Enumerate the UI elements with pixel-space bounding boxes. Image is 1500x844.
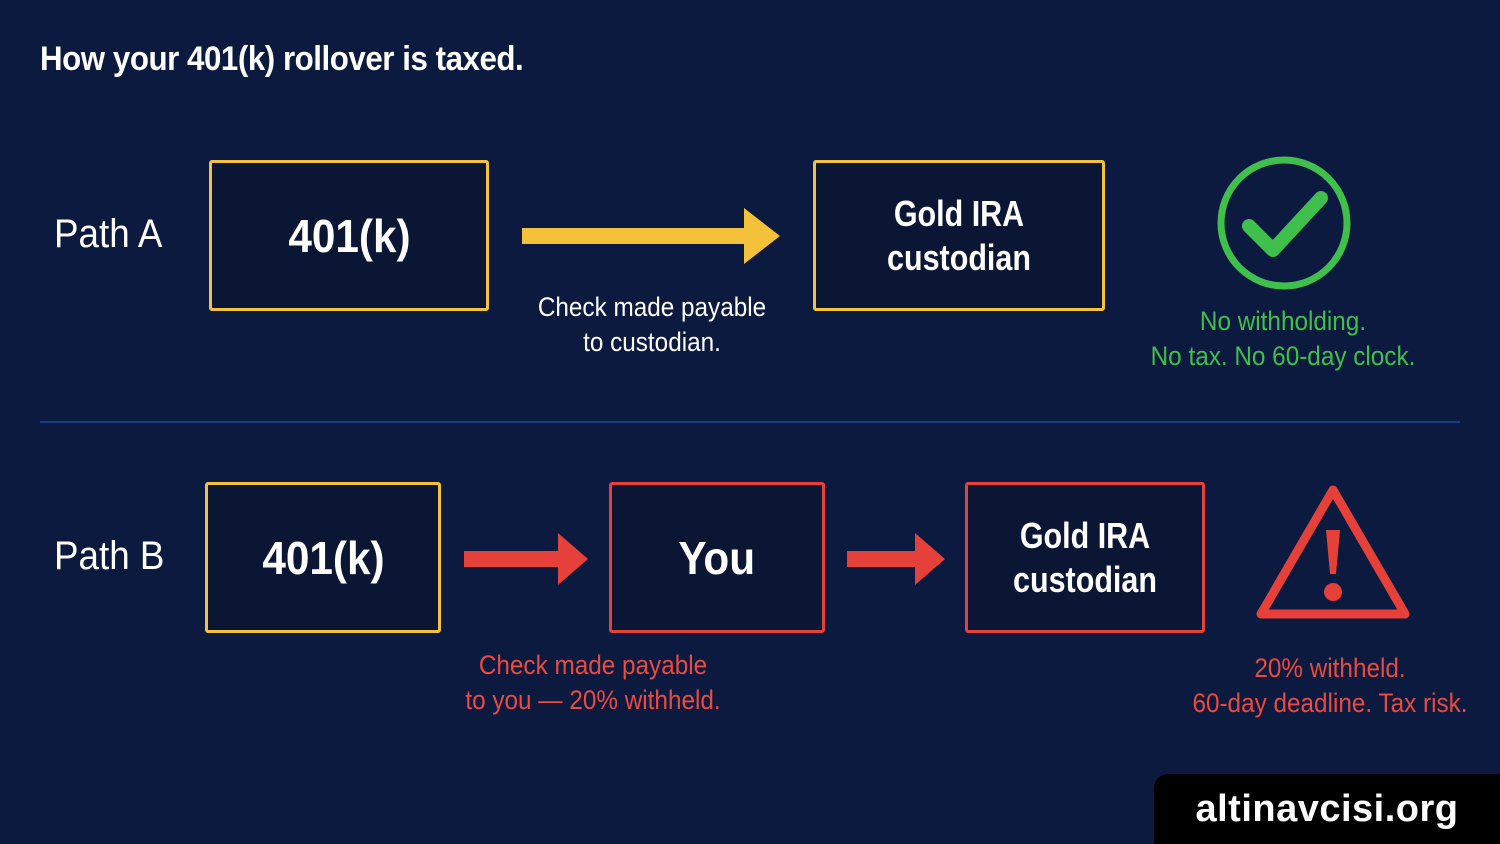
path-a-outcome-line-1: No withholding. bbox=[1199, 306, 1367, 336]
path-a-label: Path A bbox=[54, 212, 163, 256]
path-b-intermediate-box: You bbox=[609, 482, 825, 633]
path-b-transfer-note-line-1: Check made payable bbox=[478, 650, 708, 680]
watermark-text: altinavcisi.org bbox=[1195, 787, 1459, 830]
path-b-destination-line-1: Gold IRA bbox=[1019, 515, 1151, 557]
check-circle-icon bbox=[1217, 156, 1351, 290]
path-b-arrow-2-icon bbox=[847, 533, 945, 585]
watermark-badge: altinavcisi.org bbox=[1154, 774, 1500, 844]
path-a-outcome-line-2: No tax. No 60-day clock. bbox=[1150, 341, 1416, 372]
path-b-source-label: 401(k) bbox=[261, 531, 385, 584]
path-a-source-label: 401(k) bbox=[287, 209, 411, 262]
path-b-intermediate-label: You bbox=[678, 531, 756, 584]
path-b-outcome: 20% withheld. 60-day deadline. Tax risk. bbox=[1177, 651, 1483, 721]
path-b-arrow-1-icon bbox=[464, 533, 588, 585]
path-b-label: Path B bbox=[54, 534, 165, 578]
section-divider bbox=[40, 421, 1460, 423]
path-a-destination-box: Gold IRA custodian bbox=[813, 160, 1105, 311]
path-a-arrow-icon bbox=[522, 208, 780, 264]
path-b-destination-line-2: custodian bbox=[1013, 558, 1157, 600]
path-a-transfer-note-line-2: to custodian. bbox=[583, 327, 721, 358]
path-b-transfer-note-line-2: to you — 20% withheld. bbox=[465, 685, 721, 716]
page-title: How your 401(k) rollover is taxed. bbox=[40, 40, 524, 78]
path-a-source-box: 401(k) bbox=[209, 160, 489, 311]
path-b-outcome-line-1: 20% withheld. bbox=[1254, 653, 1406, 683]
path-a-transfer-note-line-1: Check made payable bbox=[537, 292, 767, 322]
path-b-source-box: 401(k) bbox=[205, 482, 441, 633]
path-a-destination-line-2: custodian bbox=[887, 236, 1031, 278]
path-a-destination-line-1: Gold IRA bbox=[893, 193, 1025, 235]
path-b-outcome-line-2: 60-day deadline. Tax risk. bbox=[1192, 688, 1468, 719]
path-b-destination-box: Gold IRA custodian bbox=[965, 482, 1205, 633]
path-a-outcome: No withholding. No tax. No 60-day clock. bbox=[1136, 304, 1429, 374]
warning-triangle-icon bbox=[1256, 485, 1410, 619]
path-b-transfer-note: Check made payable to you — 20% withheld… bbox=[448, 648, 738, 718]
path-a-transfer-note: Check made payable to custodian. bbox=[517, 290, 787, 360]
